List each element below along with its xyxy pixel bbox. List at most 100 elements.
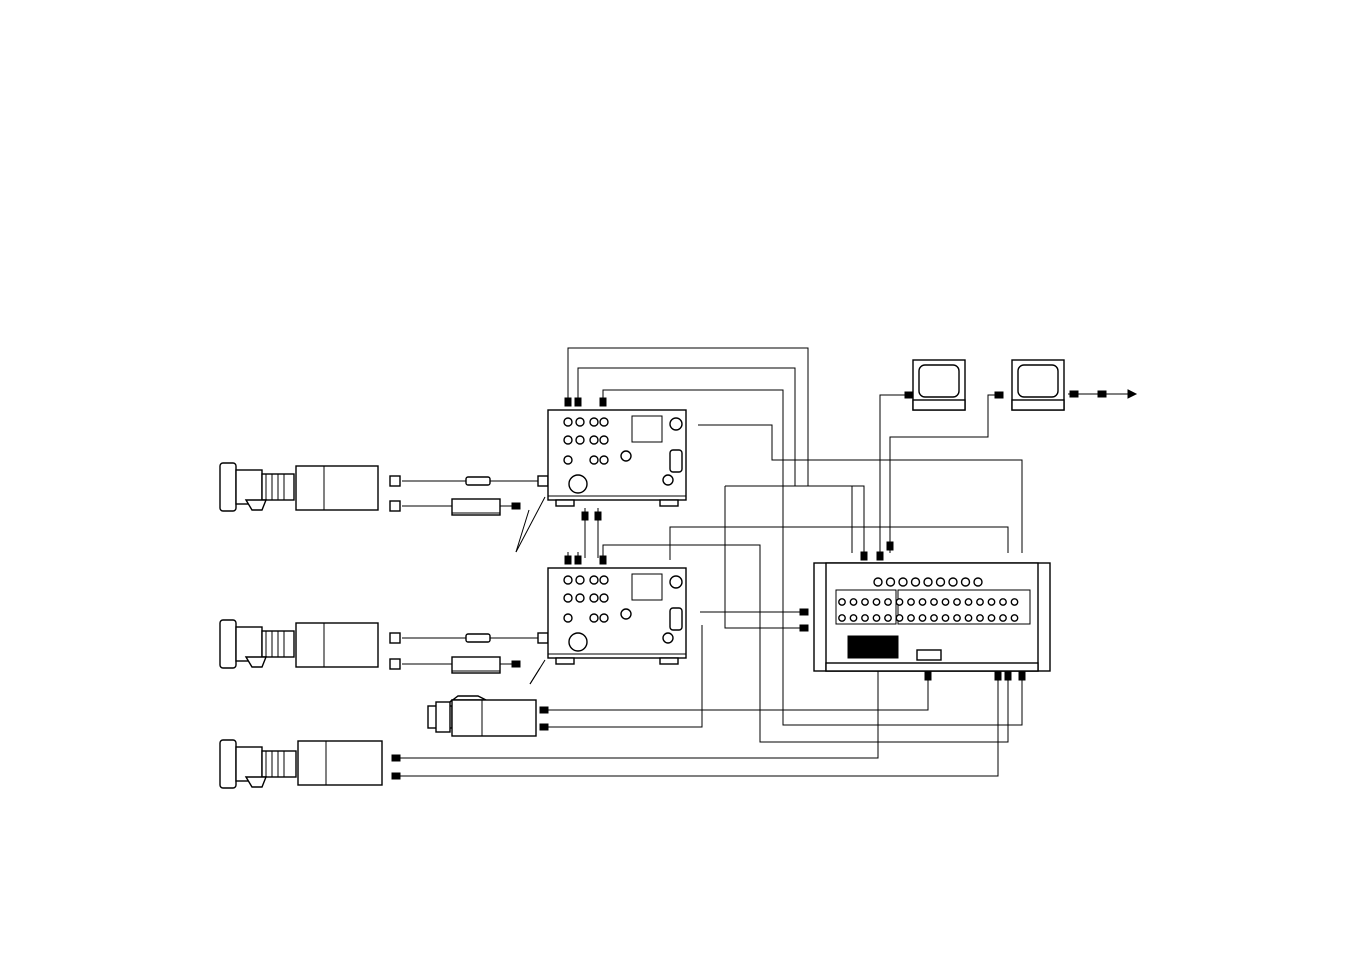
bnc-jack-icon [942, 615, 948, 621]
bnc-jack-icon [977, 599, 983, 605]
bnc-jack-icon [576, 436, 584, 444]
bnc-jack-icon [937, 578, 945, 586]
bnc-plug-icon [600, 552, 606, 564]
bnc-jack-icon [564, 456, 572, 464]
bnc-jack-icon [862, 615, 868, 621]
fan-icon [569, 633, 587, 651]
bnc-jack-icon [600, 614, 608, 622]
bnc-jack-icon [850, 599, 856, 605]
bnc-plug-icon [887, 538, 893, 550]
bnc-jack-icon [962, 578, 970, 586]
bnc-plug-icon [565, 552, 571, 564]
dsub-connector-icon [670, 608, 682, 630]
bnc-plug-icon [800, 625, 808, 631]
bnc-plug-icon [905, 392, 913, 398]
compact-camera [428, 696, 536, 736]
bnc-jack-icon [873, 615, 879, 621]
bnc-plug-icon [512, 503, 520, 509]
bnc-jack-icon [839, 615, 845, 621]
bnc-jack-icon [564, 436, 572, 444]
bnc-jack-icon [1000, 599, 1006, 605]
bnc-jack-icon [600, 594, 608, 602]
camera-1 [220, 463, 400, 511]
bnc-jack-icon [931, 615, 937, 621]
bnc-jack-icon [600, 418, 608, 426]
bnc-jack-icon [965, 615, 971, 621]
bnc-plug-icon [800, 609, 808, 615]
bnc-jack-icon [590, 418, 598, 426]
bnc-jack-icon [899, 578, 907, 586]
camera-2 [220, 620, 400, 669]
bnc-jack-icon [590, 594, 598, 602]
arrow-right-icon [1128, 390, 1136, 398]
bnc-plug-icon [877, 548, 883, 560]
bnc-jack-icon [908, 599, 914, 605]
fan-icon [569, 475, 587, 493]
bnc-plug-icon [861, 548, 867, 560]
bnc-jack-icon [896, 615, 902, 621]
bnc-jack-icon [621, 451, 631, 461]
bnc-jack-icon [564, 614, 572, 622]
bnc-plug-icon [575, 394, 581, 406]
bnc-jack-icon [924, 578, 932, 586]
power-switch-icon [663, 633, 673, 643]
bnc-jack-icon [600, 456, 608, 464]
bnc-plug-icon [995, 392, 1003, 398]
bnc-jack-icon [919, 599, 925, 605]
bnc-jack-icon [885, 615, 891, 621]
bnc-jack-icon [931, 599, 937, 605]
bnc-jack-icon [850, 615, 856, 621]
bnc-plug-icon [595, 508, 601, 520]
bnc-jack-icon [919, 615, 925, 621]
bnc-plug-icon [540, 707, 548, 713]
bnc-plug-icon [600, 394, 606, 406]
bnc-jack-icon [576, 418, 584, 426]
bnc-plug-icon [1070, 391, 1078, 397]
bnc-jack-icon [988, 615, 994, 621]
bnc-jack-icon [1011, 599, 1017, 605]
bnc-jack-icon [862, 599, 868, 605]
bnc-plug-icon [582, 508, 588, 520]
bnc-jack-icon [564, 418, 572, 426]
bnc-jack-icon [912, 578, 920, 586]
bnc-jack-icon [621, 609, 631, 619]
bnc-plug-icon [392, 773, 400, 779]
bnc-jack-icon [988, 599, 994, 605]
switcher-label-plate [848, 636, 898, 658]
dsub-connector-icon [670, 450, 682, 472]
bnc-plug-icon [540, 724, 548, 730]
bnc-jack-icon [896, 599, 902, 605]
bnc-jack-icon [564, 594, 572, 602]
video-monitor-1 [913, 360, 965, 410]
multipin-connector-icon [670, 576, 682, 588]
bnc-plug-icon [1098, 391, 1106, 397]
bnc-jack-icon [942, 599, 948, 605]
bnc-jack-icon [887, 578, 895, 586]
bnc-jack-icon [564, 576, 572, 584]
bnc-jack-icon [949, 578, 957, 586]
bnc-jack-icon [600, 436, 608, 444]
bnc-plug-icon [392, 755, 400, 761]
video-monitor-2 [1012, 360, 1064, 410]
bnc-jack-icon [590, 456, 598, 464]
bnc-plug-icon [575, 552, 581, 564]
bnc-jack-icon [576, 594, 584, 602]
bnc-jack-icon [908, 615, 914, 621]
power-adapter-1 [452, 499, 500, 515]
multipin-connector-icon [670, 418, 682, 430]
bnc-plug-icon [565, 394, 571, 406]
bnc-jack-icon [873, 599, 879, 605]
bnc-jack-icon [977, 615, 983, 621]
bnc-jack-icon [590, 436, 598, 444]
bnc-jack-icon [600, 576, 608, 584]
bnc-jack-icon [954, 615, 960, 621]
bnc-jack-icon [874, 578, 882, 586]
bnc-jack-icon [954, 599, 960, 605]
bnc-jack-icon [885, 599, 891, 605]
bnc-jack-icon [576, 576, 584, 584]
bnc-jack-icon [965, 599, 971, 605]
bnc-jack-icon [590, 614, 598, 622]
bnc-jack-icon [1011, 615, 1017, 621]
bnc-jack-icon [1000, 615, 1006, 621]
